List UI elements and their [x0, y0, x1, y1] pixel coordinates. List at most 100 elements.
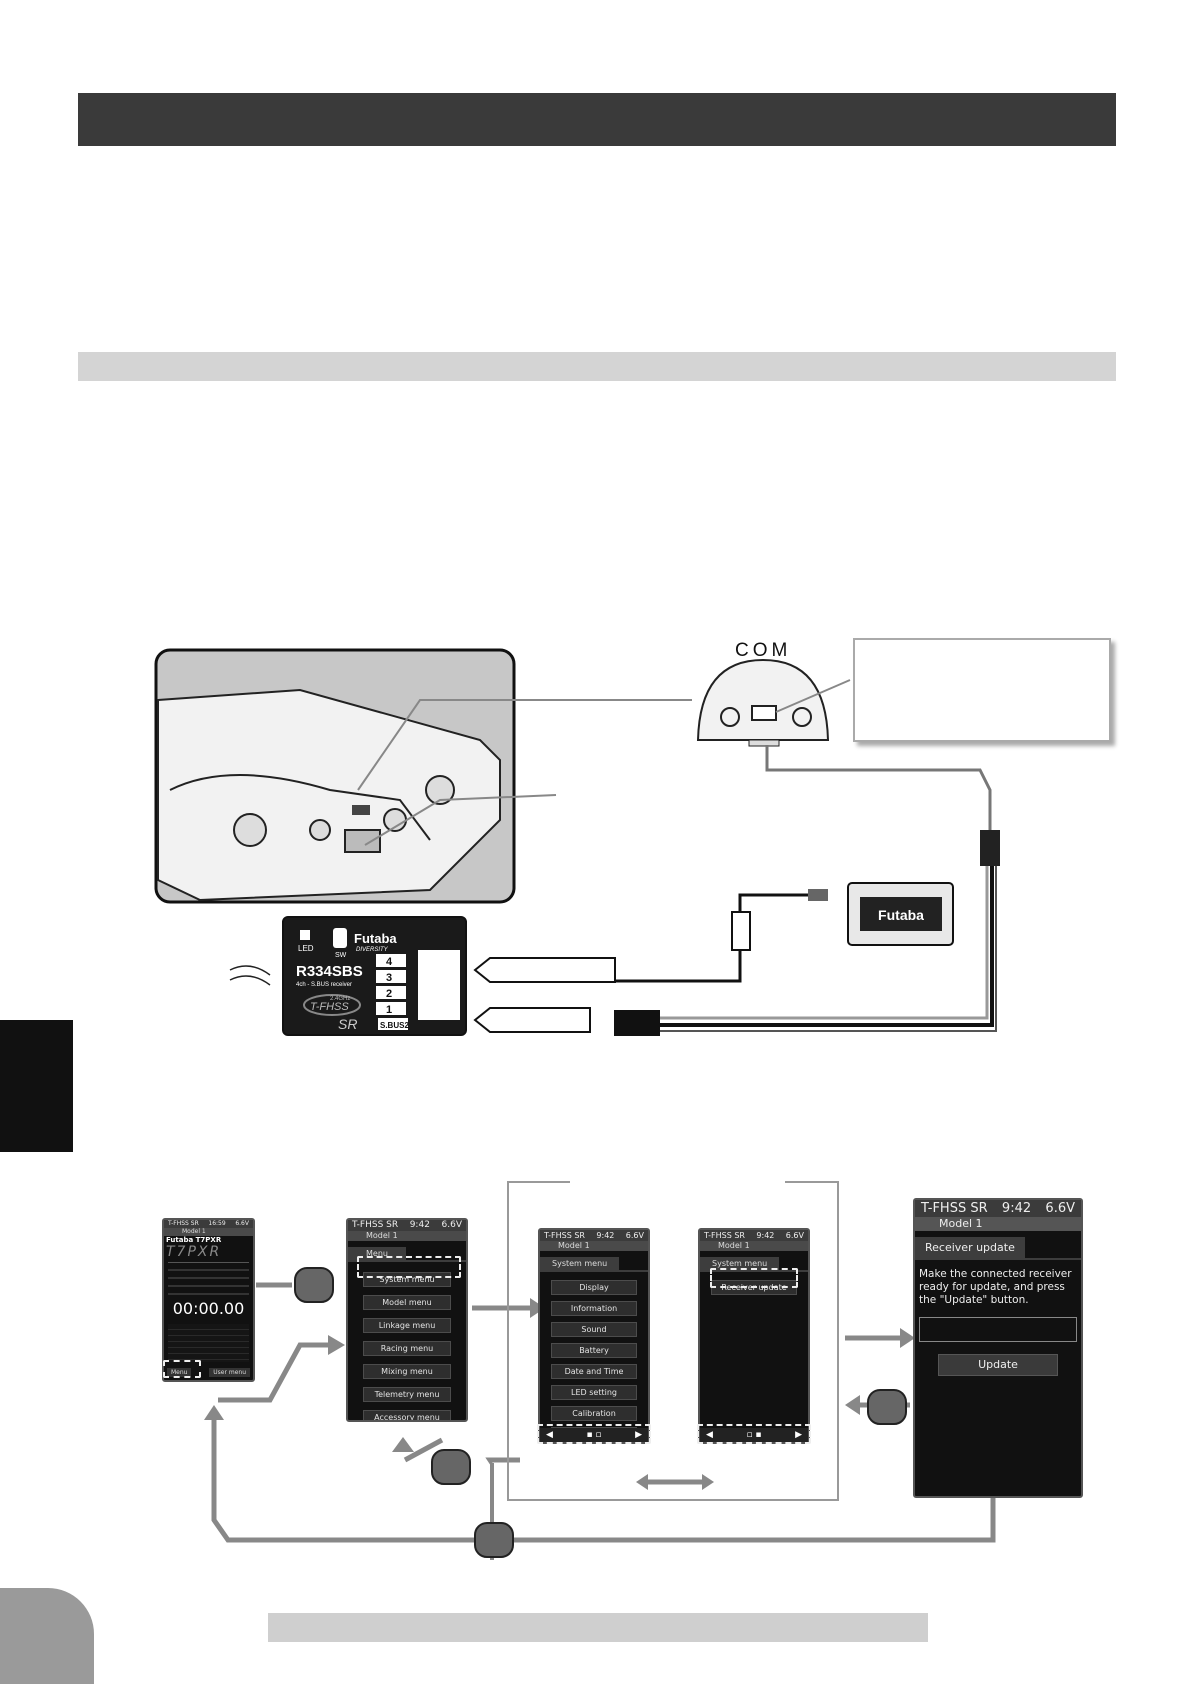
receiver-led-label: LED — [298, 944, 314, 953]
status-left: T-FHSS SR — [921, 1201, 988, 1216]
system-menu-screen-1: T-FHSS SR 9:42 6.6V Model 1 System menu … — [538, 1228, 650, 1444]
next-page-icon[interactable]: ▶ — [795, 1430, 802, 1440]
status-left: T-FHSS SR — [352, 1220, 399, 1230]
port-callout-2 — [473, 1007, 591, 1033]
receiver-port-sbus2: S.BUS2 — [380, 1021, 409, 1030]
status-time: 9:42 — [1001, 1201, 1032, 1216]
adapter-plug — [980, 830, 1000, 866]
status-time: 9:42 — [409, 1220, 430, 1230]
receiver-port-4: 4 — [386, 956, 393, 968]
model-name: Model 1 — [164, 1228, 253, 1236]
receiver-sw-label: SW — [335, 952, 347, 959]
system-menu-bracket — [507, 1181, 839, 1501]
bottom-note-bar — [268, 1613, 928, 1642]
receiver — [229, 916, 467, 1036]
prev-page-icon[interactable]: ◀ — [706, 1430, 713, 1440]
model-name: Model 1 — [915, 1217, 1081, 1231]
menu-item-model-menu[interactable]: Model menu — [363, 1295, 451, 1310]
model-name: Model 1 — [348, 1231, 466, 1241]
system-menu-tab: System menu — [540, 1257, 620, 1270]
system-menu-tab: System menu — [700, 1257, 780, 1270]
page-number-tab — [0, 1588, 94, 1684]
menu-item-battery[interactable]: Battery — [551, 1343, 637, 1358]
update-instructions: Make the connected receiver ready for up… — [919, 1268, 1072, 1306]
model-name: Model 1 — [540, 1241, 648, 1251]
prev-page-icon[interactable]: ◀ — [546, 1430, 553, 1440]
com-connector-housing — [696, 658, 830, 747]
menu-item-system-menu[interactable]: System menu — [363, 1272, 451, 1287]
status-volt: 6.6V — [235, 1220, 249, 1227]
menu-item-accessory-menu[interactable]: Accessory menu — [363, 1410, 451, 1420]
model-logo: T7PXR — [166, 1244, 222, 1260]
menu-item-telemetry-menu[interactable]: Telemetry menu — [363, 1387, 451, 1402]
receiver-mode: SR — [338, 1016, 357, 1032]
brand-label: Futaba T7PXR — [166, 1236, 222, 1244]
page-indicator: ▪ ▫ — [586, 1430, 602, 1440]
status-volt: 6.6V — [625, 1231, 644, 1240]
receiver-brand: Futaba — [354, 931, 397, 946]
receiver-band: 2.4GHz — [330, 996, 350, 1002]
telemetry-list — [168, 1324, 249, 1362]
status-volt: 6.6V — [1045, 1201, 1075, 1216]
receiver-port-2: 2 — [386, 988, 392, 1000]
receiver-update-highlight — [710, 1268, 798, 1288]
status-volt: 6.6V — [785, 1231, 804, 1240]
menu-item-information[interactable]: Information — [551, 1301, 637, 1316]
flow-arrows — [211, 1282, 996, 1543]
receiver-system: T-FHSS — [310, 1001, 349, 1013]
com-note-box — [853, 638, 1111, 742]
status-left: T-FHSS SR — [704, 1231, 745, 1240]
menu-item-led-setting[interactable]: LED setting — [551, 1385, 637, 1400]
status-time: 9:42 — [596, 1231, 615, 1240]
receiver-port-3: 3 — [386, 972, 392, 984]
section-title-bar — [78, 93, 1116, 146]
system-menu-highlight — [357, 1256, 461, 1278]
menu-button-highlight — [163, 1360, 201, 1378]
page-nav-highlight-2 — [697, 1424, 811, 1444]
menu-item-sound[interactable]: Sound — [551, 1322, 637, 1337]
status-left: T-FHSS SR — [168, 1220, 199, 1227]
model-name: Model 1 — [700, 1241, 808, 1251]
home-screen: T-FHSS SR 16:59 6.6V Model 1 Futaba T7PX… — [162, 1218, 255, 1382]
sbus2-plug — [614, 1010, 660, 1036]
battery-brand: Futaba — [878, 907, 924, 923]
receiver-diversity: DIVERSITY — [356, 947, 389, 953]
touch-hand-icons — [294, 1267, 907, 1558]
status-time: 9:42 — [756, 1231, 775, 1240]
system-menu-screen-2: T-FHSS SR 9:42 6.6V Model 1 System menu … — [698, 1228, 810, 1444]
status-volt: 6.6V — [441, 1220, 462, 1230]
receiver-port-1: 1 — [386, 1004, 392, 1016]
transmitter-closeup — [154, 648, 516, 904]
leader-line-com — [357, 699, 692, 791]
switch-unit — [731, 911, 751, 951]
com-cable — [765, 745, 992, 830]
chapter-side-tab — [0, 1020, 73, 1152]
timer-display: 00:00.00 — [172, 1299, 245, 1318]
page-indicator: ▫ ▪ — [746, 1430, 762, 1440]
switch-cable — [615, 893, 815, 983]
status-left: T-FHSS SR — [544, 1231, 585, 1240]
update-button[interactable]: Update — [938, 1354, 1058, 1376]
receiver-description: 4ch - S.BUS receiver — [296, 982, 352, 988]
menu-item-linkage-menu[interactable]: Linkage menu — [363, 1318, 451, 1333]
menu-item-display[interactable]: Display — [551, 1280, 637, 1295]
menu-item-calibration[interactable]: Calibration — [551, 1406, 637, 1421]
receiver-update-screen: T-FHSS SR 9:42 6.6V Model 1 Receiver upd… — [913, 1198, 1083, 1498]
menu-screen: T-FHSS SR 9:42 6.6V Model 1 Menu System … — [346, 1218, 468, 1422]
subsection-bar — [78, 352, 1116, 381]
next-page-icon[interactable]: ▶ — [635, 1430, 642, 1440]
menu-item-date-and-time[interactable]: Date and Time — [551, 1364, 637, 1379]
receiver-update-tab: Receiver update — [915, 1237, 1025, 1258]
trim-bars — [168, 1262, 249, 1297]
menu-button[interactable]: Menu — [167, 1368, 192, 1377]
port-callout-1 — [473, 957, 616, 983]
menu-item-racing-menu[interactable]: Racing menu — [363, 1341, 451, 1356]
status-time: 16:59 — [208, 1220, 226, 1227]
com-label: COM — [735, 640, 791, 661]
user-menu-button[interactable]: User menu — [209, 1368, 250, 1377]
page-nav-highlight-1 — [537, 1424, 651, 1444]
menu-item-mixing-menu[interactable]: Mixing menu — [363, 1364, 451, 1379]
update-status-field — [919, 1317, 1077, 1342]
leader-line-cover — [364, 794, 557, 846]
